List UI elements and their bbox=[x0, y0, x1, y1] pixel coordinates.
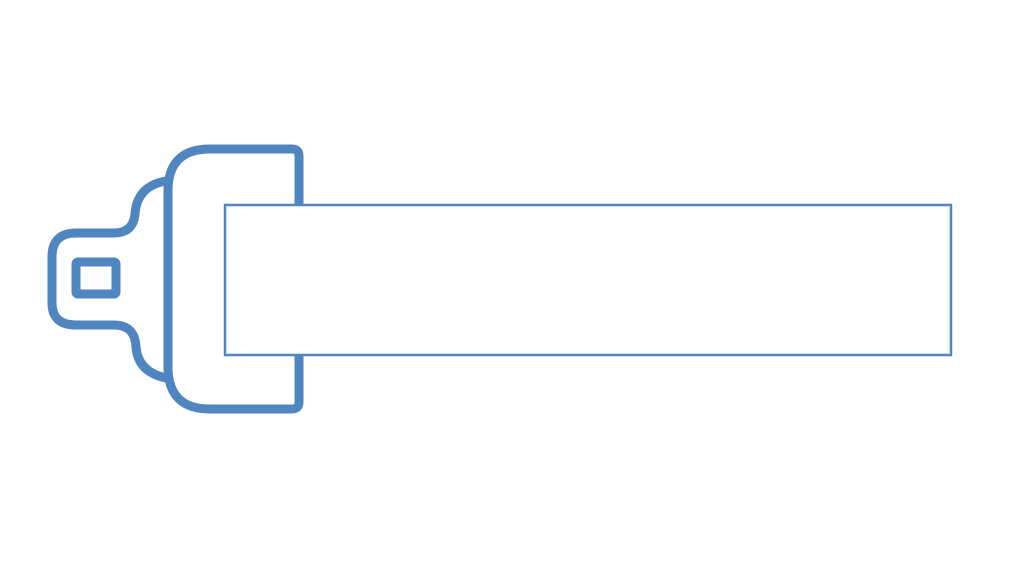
latch-plate bbox=[47, 176, 171, 383]
buckle-body bbox=[163, 144, 304, 414]
latch-slot bbox=[71, 257, 121, 299]
seatbelt-buckle-icon bbox=[47, 144, 304, 414]
strap-text-box bbox=[223, 203, 953, 357]
belt-strap bbox=[223, 203, 953, 357]
